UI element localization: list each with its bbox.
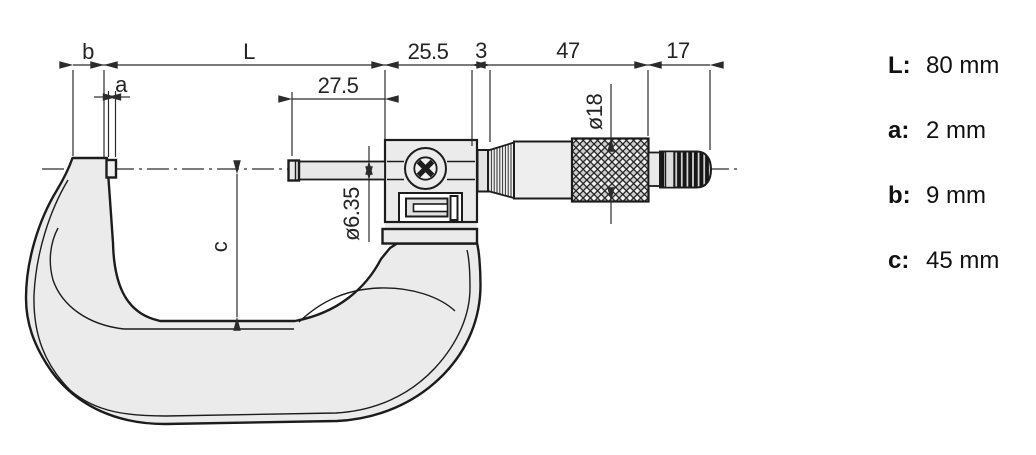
block-flange (381, 227, 479, 245)
legend-label: c: (888, 247, 910, 274)
dimension-label: ø18 (582, 94, 607, 131)
dimension-47: 47 (476, 38, 662, 69)
dimension-3: 3 (472, 38, 490, 66)
dimension-27-5: 27.5 (278, 73, 399, 103)
window-bracket-slot (412, 203, 449, 213)
dimension-thimble-diameter: ø18 (582, 84, 615, 224)
legend-row-c: c: 45 mm (888, 247, 1000, 274)
dimension-17: 17 (634, 38, 724, 69)
sleeve-assembly (476, 137, 713, 203)
dimension-label: 25.5 (408, 39, 449, 64)
dimension-a: a (94, 72, 130, 101)
dimension-label: 27.5 (318, 73, 359, 98)
legend-value: 80 mm (926, 52, 1000, 79)
dimension-b: b (59, 39, 118, 69)
dimension-label: 3 (475, 38, 487, 63)
dimension-extension-lines (72, 70, 711, 157)
legend-label: a: (888, 117, 910, 144)
spindle (287, 159, 386, 182)
legend-label: b: (888, 182, 911, 209)
dimension-spindle-diameter: ø6.35 (339, 146, 373, 242)
legend-label: L: (888, 52, 911, 79)
spindle-cap (287, 159, 301, 182)
frame-arm-fillet-contour (298, 287, 456, 323)
dimension-25-5: 25.5 (371, 39, 486, 69)
legend: L: 80 mm a: 2 mm b: 9 mm c: 45 mm (888, 52, 999, 312)
legend-value: 45 mm (926, 247, 1000, 274)
legend-row-L: L: 80 mm (888, 52, 1000, 79)
spindle-rod (298, 160, 386, 181)
sleeve-barrel (513, 140, 573, 200)
body-block (381, 138, 479, 245)
dimension-label: ø6.35 (339, 187, 364, 241)
anvil (105, 158, 118, 179)
phillips-cross-icon (416, 159, 435, 178)
dimension-label: 47 (556, 38, 580, 63)
thimble-knurl (570, 137, 650, 203)
frame (24, 156, 482, 426)
frame-inner-contour (33, 179, 471, 417)
lock-ring (476, 149, 489, 193)
dimension-c: c (207, 160, 241, 331)
frame-bulge-contour (49, 227, 125, 330)
dimension-label: b (82, 39, 94, 64)
frame-outline (24, 156, 482, 426)
dimension-L: L (90, 39, 399, 69)
ratchet-collar (664, 150, 675, 189)
legend-row-b: b: 9 mm (888, 182, 999, 209)
dimension-label: c (207, 241, 232, 252)
legend-row-a: a: 2 mm (888, 117, 999, 144)
legend-value: 9 mm (926, 182, 986, 209)
window-bar (449, 195, 459, 221)
dimension-label: L (243, 39, 255, 64)
dimension-label: a (115, 72, 128, 97)
taper-cone (487, 141, 515, 200)
dimension-label: 17 (666, 38, 690, 63)
ratchet-shaft (647, 151, 661, 187)
legend-value: 2 mm (926, 117, 986, 144)
